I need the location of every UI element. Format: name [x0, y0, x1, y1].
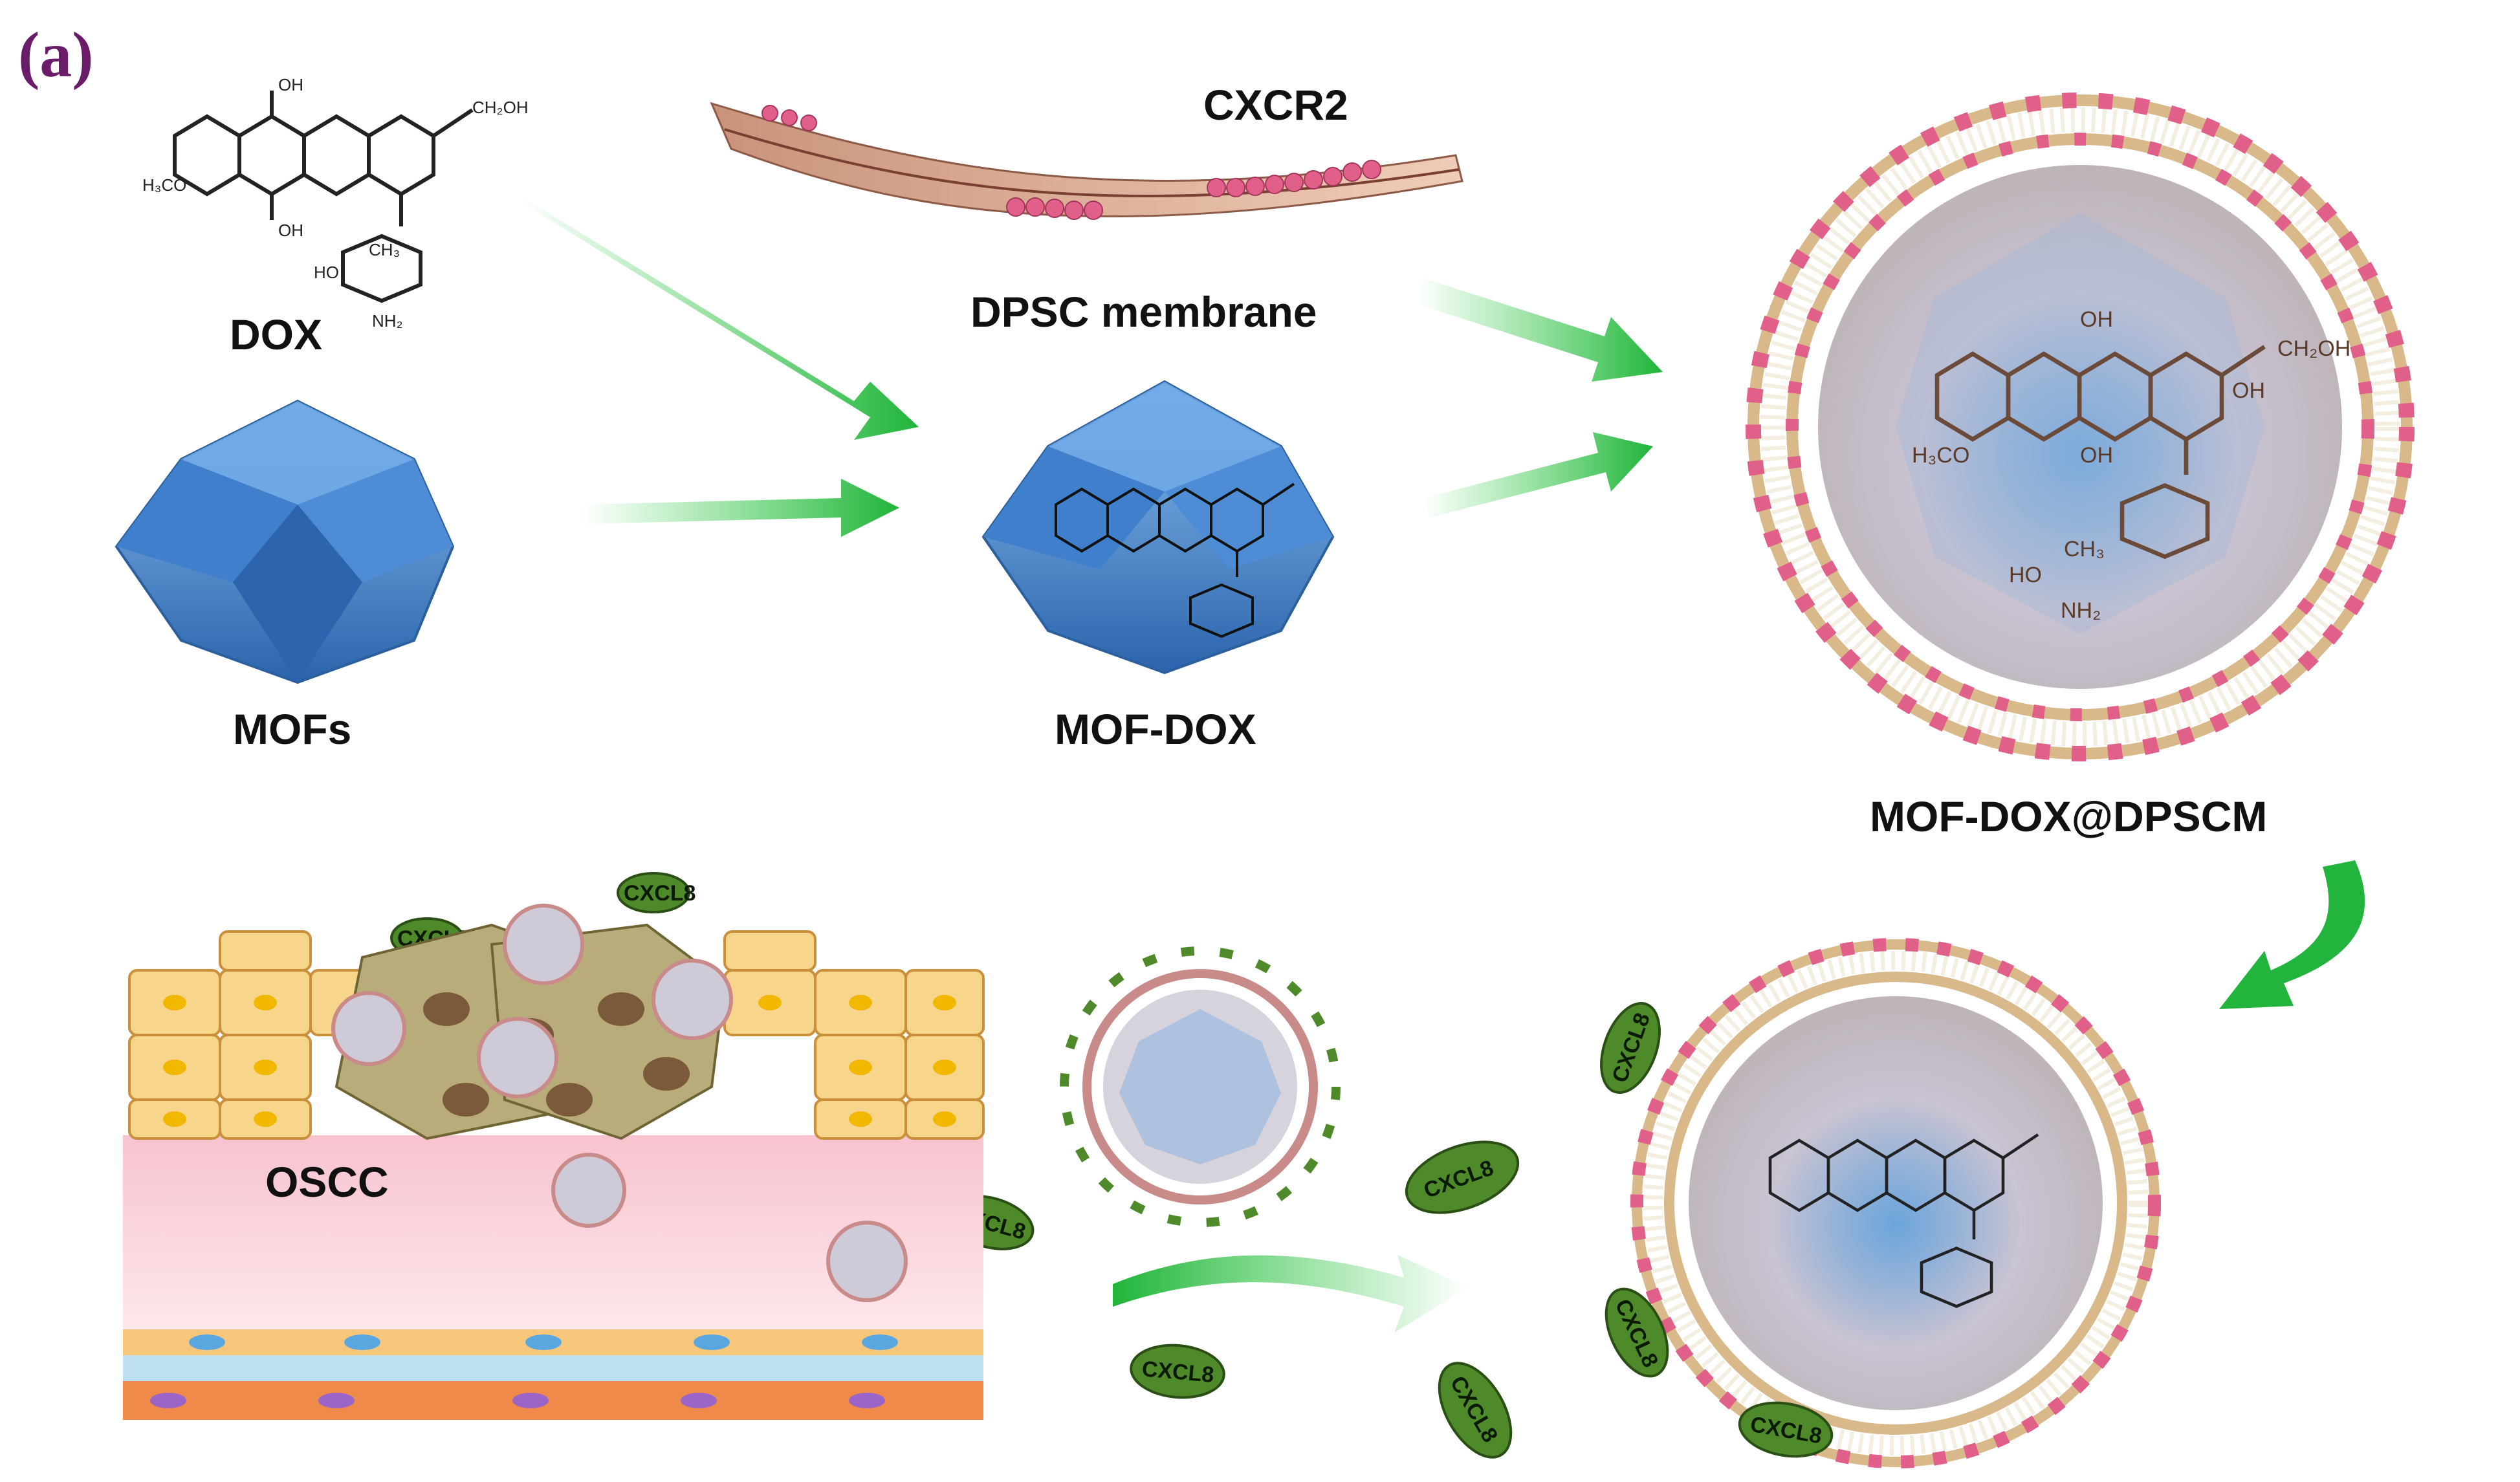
oscc-tissue [123, 904, 985, 1420]
dox-ch3-text: CH₃ [369, 240, 400, 259]
mof-dox-crystal [981, 380, 1335, 675]
nanoparticle-ch2oh-text: CH₂OH [2277, 336, 2350, 361]
arrow-mofs-to-mofdox [582, 479, 899, 537]
small-nanoparticle [1060, 946, 1341, 1227]
dox-oh-text-1: OH [278, 75, 303, 94]
cxcl8-pill-1: CXCL8 [1600, 1001, 1661, 1095]
mof-crystal [115, 399, 455, 684]
cxcl8-pill-5: CXCL8 [1738, 1401, 1834, 1458]
arrow-to-oscc [1113, 1255, 1469, 1333]
mofs-label: MOFs [233, 705, 351, 753]
cxcr2-label: CXCR2 [1203, 81, 1348, 129]
mof-dox-dpscm-label: MOF-DOX@DPSCM [1870, 792, 2267, 840]
nanoparticle-nh2-text: NH₂ [2061, 598, 2101, 623]
arrow-nanoparticle-down [2219, 860, 2365, 1009]
cxcr2-receptors-ribbon [761, 105, 1381, 220]
dox-ch2oh-text: CH₂OH [472, 98, 529, 117]
nanoparticle-cxcl8-bound [1630, 938, 2161, 1468]
dox-label: DOX [230, 311, 322, 358]
nanoparticle-och3-text: H₃CO [1912, 443, 1969, 468]
cxcl8-pill-6: CXCL8 [1130, 1344, 1225, 1399]
nanoparticle-ho-text: HO [2009, 563, 2042, 587]
dox-nh2-text: NH₂ [372, 311, 403, 331]
arrow-membrane-to-nanoparticle [1417, 278, 1663, 382]
oscc-label: OSCC [265, 1158, 389, 1206]
dpsc-membrane-ribbon [710, 102, 1463, 217]
nanoparticle-oh-text-1: OH [2080, 307, 2113, 332]
dox-oh-text-2: OH [278, 221, 303, 240]
arrow-dox-to-mofdox [518, 194, 919, 440]
cxcl8-pill-2: CXCL8 [1405, 1140, 1520, 1214]
panel-label: (a) [18, 19, 94, 91]
mof-dox-label: MOF-DOX [1055, 705, 1256, 753]
cxcl8-pill-10: CXCL8 [617, 872, 696, 913]
dox-ho-text: HO [314, 263, 339, 282]
cxcl8-pill-4: CXCL8 [1438, 1362, 1513, 1459]
mof-dox-dpscm-nanoparticle: OH CH₂OH OH OH H₃CO HO CH₃ NH₂ [1746, 93, 2415, 761]
cxcl8-text-10: CXCL8 [624, 881, 696, 906]
dox-structure: H₃CO OH OH CH₂OH HO CH₃ NH₂ [142, 75, 529, 331]
dox-och3-text: H₃CO [142, 175, 186, 195]
arrow-mofdox-to-nanoparticle [1423, 432, 1653, 518]
nanoparticle-oh-text-2: OH [2232, 378, 2265, 403]
dpsc-membrane-label: DPSC membrane [970, 288, 1317, 336]
nanoparticle-ch3-text: CH₃ [2064, 537, 2105, 561]
nanoparticle-oh-text-3: OH [2080, 443, 2113, 468]
